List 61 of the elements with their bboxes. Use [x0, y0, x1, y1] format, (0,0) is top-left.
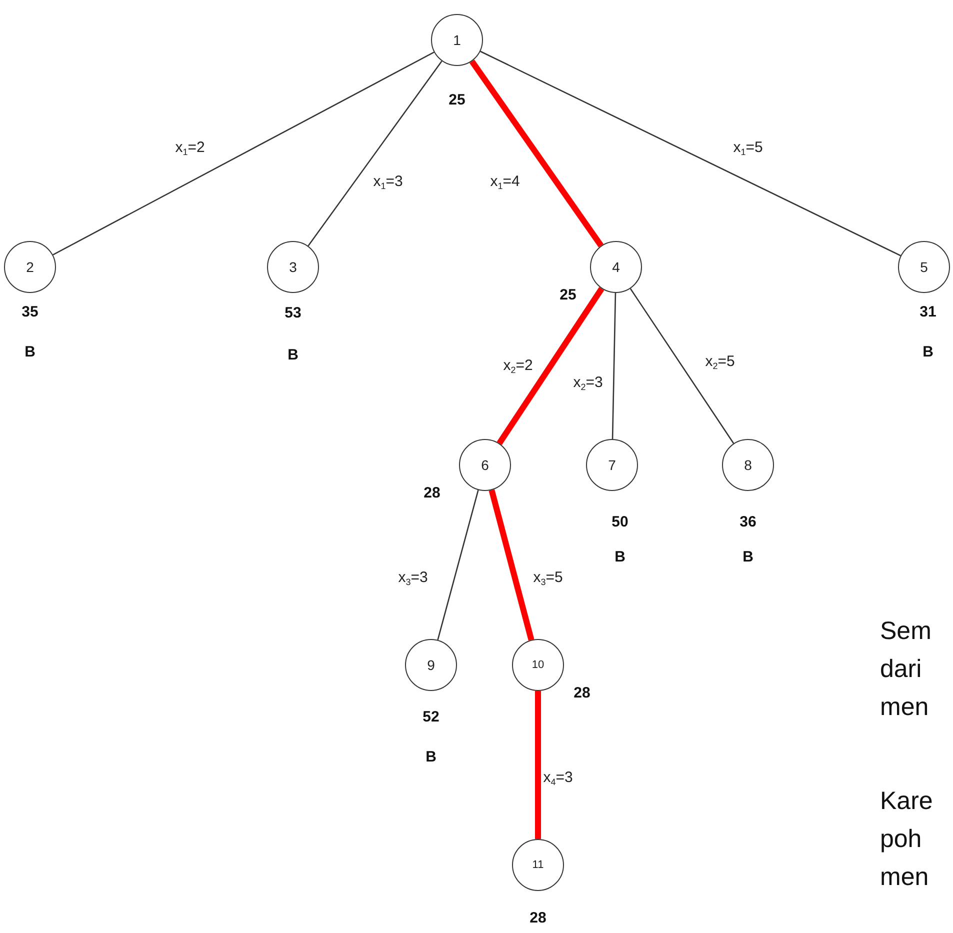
node-number: 5	[920, 259, 928, 275]
tree-node-circle	[4, 241, 56, 293]
tree-edge	[52, 52, 434, 256]
bound-mark: B	[614, 548, 626, 566]
edge-label: x$_{2}$=3	[572, 374, 604, 392]
highlighted-tree-edge	[488, 489, 534, 641]
tree-node-circle	[431, 14, 483, 66]
tree-edge	[437, 490, 479, 640]
paragraph-text: Kare poh men	[880, 786, 934, 893]
tree-node-circle	[459, 439, 511, 491]
cost-value: 50	[612, 514, 628, 530]
edge-label: x$_{3}$=5	[532, 569, 564, 587]
bound-mark: B	[922, 344, 934, 360]
highlighted-tree-edge	[469, 60, 604, 248]
tree-edge	[480, 50, 901, 256]
node-number: 1	[453, 32, 461, 48]
cost-value: 36	[740, 514, 756, 530]
tree-node-circle	[512, 639, 564, 691]
node-number: 9	[427, 657, 435, 673]
cost-value: 53	[284, 304, 302, 322]
tree-edge	[630, 288, 734, 444]
bound-mark: B	[742, 548, 754, 566]
cost-value: 25	[448, 92, 466, 108]
tree-node-circle	[405, 639, 457, 691]
cost-value: 31	[920, 304, 936, 320]
cost-value: 35	[22, 304, 38, 320]
edge-label: x$_{3}$=3	[397, 569, 429, 587]
bound-mark: B	[24, 344, 36, 360]
tree-edge	[612, 292, 616, 440]
node-number: 7	[608, 457, 616, 473]
node-number: 4	[612, 259, 620, 275]
edge-label: x$_{1}$=4	[489, 173, 521, 191]
node-number: 2	[26, 259, 34, 275]
cost-value: 25	[560, 286, 576, 304]
edge-label: x$_{4}$=3	[542, 769, 574, 787]
paragraph-text: Sem dari men	[880, 616, 932, 723]
node-number: 6	[481, 457, 489, 473]
edge-label: x$_{1}$=2	[174, 139, 206, 157]
cost-value: 28	[530, 910, 546, 926]
node-number: 10	[532, 659, 544, 671]
tree-node-circle	[586, 439, 638, 491]
tree-edge	[308, 60, 442, 246]
edge-label: x$_{2}$=5	[704, 353, 736, 371]
bound-mark: B	[288, 346, 298, 364]
edge-label: x$_{1}$=3	[372, 173, 404, 191]
tree-node-circle	[590, 241, 642, 293]
node-number: 8	[744, 457, 752, 473]
tree-node-circle	[512, 839, 564, 891]
cost-value: 28	[574, 684, 590, 702]
node-number: 3	[289, 259, 297, 275]
edge-label: x$_{2}$=2	[502, 357, 534, 375]
node-number: 11	[532, 859, 544, 871]
bound-mark: B	[426, 748, 436, 766]
tree-node-circle	[267, 241, 319, 293]
tree-node-circle	[722, 439, 774, 491]
cost-value: 28	[424, 484, 440, 502]
cost-value: 52	[422, 708, 440, 726]
edge-label: x$_{1}$=5	[732, 139, 764, 157]
highlighted-tree-edge	[535, 691, 541, 839]
highlighted-tree-edge	[496, 287, 604, 445]
tree-node-circle	[898, 241, 950, 293]
